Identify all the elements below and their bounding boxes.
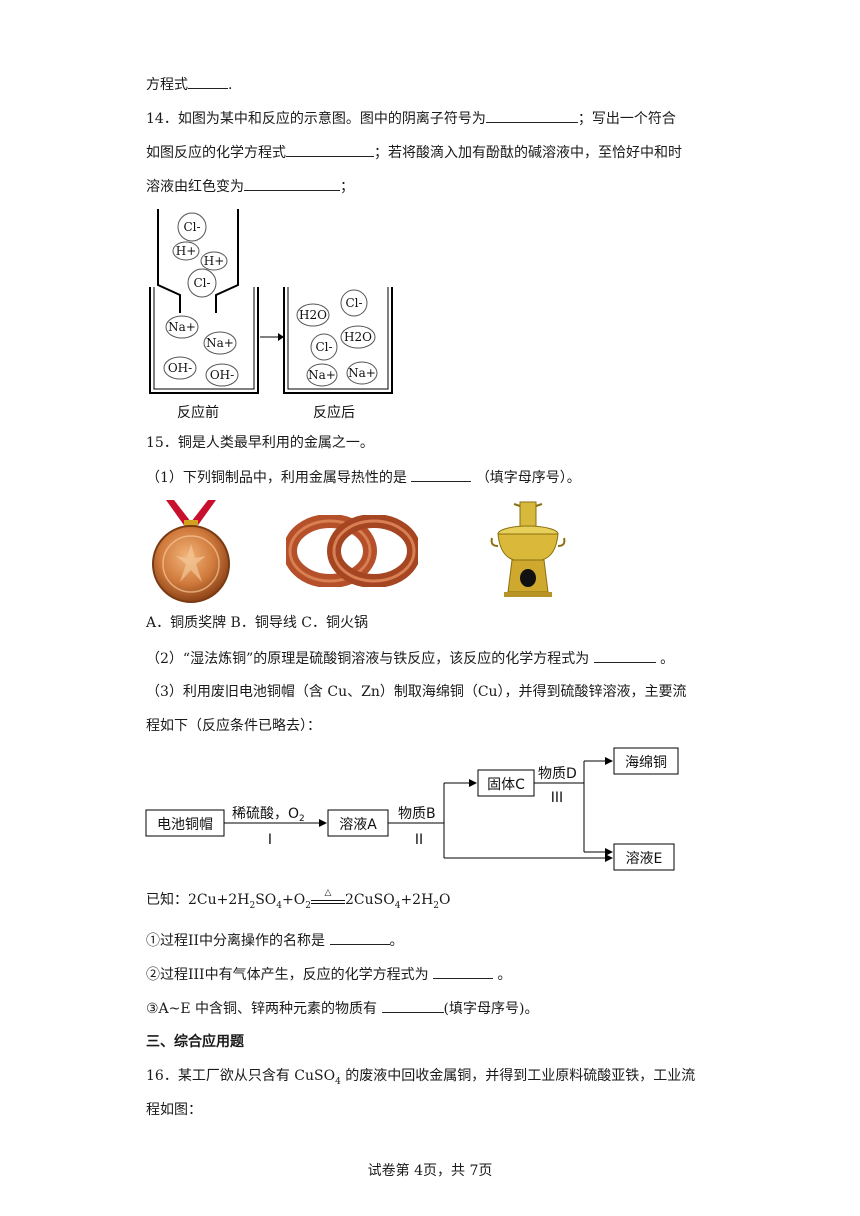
q14-line2: 如图反应的化学方程式；若将酸滴入加有酚酞的碱溶液中，至恰好中和时 — [146, 142, 682, 163]
flow-sponge-copper: 海绵铜 — [625, 754, 667, 771]
ion-label: Cl- — [183, 220, 200, 234]
flow-step1-num: I — [268, 832, 272, 848]
flow-step3-reagent: 物质D — [538, 766, 577, 782]
ion-label: OH- — [210, 368, 234, 382]
flow-start: 电池铜帽 — [157, 817, 213, 833]
ion-label: Na+ — [308, 368, 336, 382]
ion-label: Cl- — [345, 296, 362, 310]
answer-blank[interactable] — [411, 467, 472, 482]
sub-question-3: ③A~E 中含铜、锌两种元素的物质有 (填字母序号)。 — [146, 998, 538, 1019]
q15-title: 15．铜是人类最早利用的金属之一。 — [146, 435, 374, 451]
flow-solution-e: 溶液E — [626, 851, 663, 867]
box-battery-cap — [145, 809, 225, 837]
before-label: 反应前 — [177, 404, 219, 421]
q15-options: A．铜质奖牌 B．铜导线 C．铜火锅 — [146, 615, 369, 631]
copper-wire-image — [286, 515, 418, 587]
neutralization-figure: Cl- H+ H+ Cl- Na+ Na+ OH- OH- H2O Cl- H2… — [149, 209, 393, 421]
flow-step1-reagent: 稀硫酸，O2 — [232, 806, 305, 824]
ion-label: Cl- — [315, 340, 332, 354]
ion-label: Na+ — [348, 366, 376, 380]
box-solution-a — [327, 809, 389, 837]
answer-blank[interactable] — [593, 648, 656, 663]
answer-blank[interactable] — [286, 142, 374, 157]
q15-part3-line1: （3）利用废旧电池铜帽（含 Cu、Zn）制取海绵铜（Cu），并得到硫酸锌溶液，主… — [146, 684, 687, 700]
ion-label: H+ — [176, 244, 197, 258]
answer-blank[interactable] — [188, 74, 228, 89]
box-sponge-copper — [613, 747, 679, 775]
copper-hotpot-image — [490, 501, 566, 597]
sub-question-2: ②过程III中有气体产生，反应的化学方程式为 。 — [146, 964, 512, 985]
q14-line1: 14．如图为某中和反应的示意图。图中的阴离子符号为；写出一个符合 — [146, 108, 676, 129]
flow-solid-c: 固体C — [487, 777, 525, 793]
page-footer: 试卷第 4页，共 7页 — [367, 1163, 493, 1179]
heat-equals-sign: △ — [310, 888, 345, 904]
q14-line3: 溶液由红色变为； — [146, 176, 354, 197]
ion-label: Cl- — [193, 276, 210, 290]
known-equation: 已知：2Cu+2H2SO4+O2△2CuSO4+2H2O — [146, 888, 451, 911]
ion-label: OH- — [168, 361, 192, 375]
q16-line2: 程如图： — [146, 1102, 202, 1118]
prev-question-tail: 方程式. — [146, 74, 232, 95]
ion-label: H2O — [299, 308, 327, 322]
answer-blank[interactable] — [381, 998, 444, 1013]
ion-label: H2O — [344, 330, 372, 344]
flow-step3-num: III — [551, 790, 563, 806]
answer-blank[interactable] — [433, 964, 494, 979]
flow-step2-num: II — [415, 832, 423, 848]
flow-step2-reagent: 物质B — [398, 806, 436, 822]
copper-medal-image — [152, 500, 230, 603]
answer-blank[interactable] — [244, 176, 340, 191]
q15-part3-line2: 程如下（反应条件已略去）： — [146, 718, 321, 734]
answer-blank[interactable] — [485, 108, 578, 123]
section-heading: 三、综合应用题 — [146, 1034, 244, 1050]
box-solution-e — [613, 843, 675, 871]
process-flowchart: 电池铜帽 溶液A 固体C 海绵铜 溶液E 稀硫酸，O2 I 物质B II 物质D… — [145, 747, 679, 871]
box-solid-c — [477, 769, 535, 797]
sub-question-1: ①过程II中分离操作的名称是 。 — [146, 930, 404, 951]
ion-label: Na+ — [206, 336, 234, 350]
answer-blank[interactable] — [329, 930, 390, 945]
ion-label: Na+ — [168, 320, 196, 334]
after-label: 反应后 — [313, 404, 355, 421]
q15-part1: （1）下列铜制品中，利用金属导热性的是 （填字母序号）。 — [146, 467, 581, 488]
q15-part2: （2）“湿法炼铜”的原理是硫酸铜溶液与铁反应，该反应的化学方程式为 。 — [146, 648, 674, 669]
flow-solution-a: 溶液A — [339, 817, 377, 833]
q16-line1: 16．某工厂欲从只含有 CuSO4 的废液中回收金属铜，并得到工业原料硫酸亚铁，… — [146, 1068, 696, 1087]
ion-label: H+ — [204, 254, 225, 268]
